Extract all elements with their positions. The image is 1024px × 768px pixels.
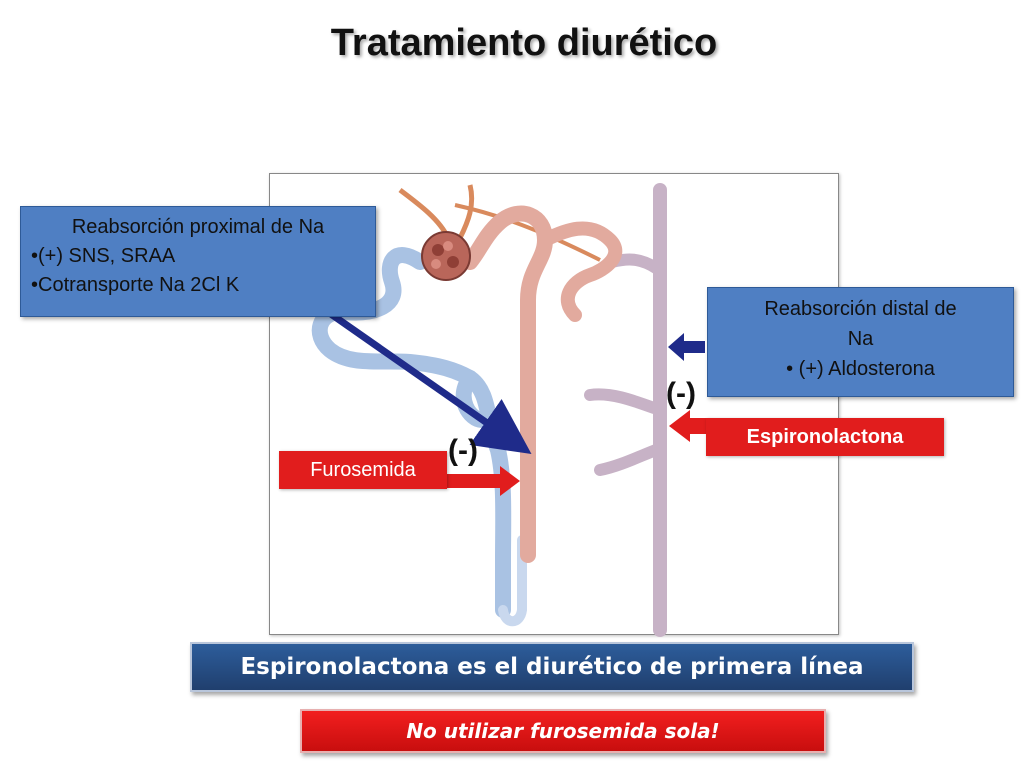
proximal-heading: Reabsorción proximal de Na bbox=[71, 216, 325, 238]
proximal-reabsorption-box: Reabsorción proximal de Na •(+) SNS, SRA… bbox=[20, 206, 376, 317]
inhibition-sign-furosemide: (-) bbox=[448, 434, 478, 467]
distal-bullet: • (+) Aldosterona bbox=[786, 358, 935, 380]
distal-heading-line2: Na bbox=[847, 328, 874, 350]
distal-heading-line1: Reabsorción distal de bbox=[764, 298, 957, 320]
furosemide-arrow bbox=[447, 466, 520, 496]
distal-reabsorption-box: Reabsorción distal de Na • (+) Aldostero… bbox=[707, 287, 1014, 397]
furosemide-label: Furosemida bbox=[279, 451, 447, 489]
proximal-bullet-2: •Cotransporte Na 2Cl K bbox=[31, 274, 240, 296]
proximal-bullet-1: •(+) SNS, SRAA bbox=[31, 245, 176, 267]
collecting-duct bbox=[584, 183, 667, 637]
warning-banner: No utilizar furosemida sola! bbox=[300, 709, 826, 753]
proximal-action-arrow bbox=[315, 302, 532, 455]
glomerulus bbox=[421, 231, 471, 281]
spironolactone-label: Espironolactona bbox=[706, 418, 944, 456]
inhibition-sign-spironolactone: (-) bbox=[666, 377, 696, 410]
spironolactone-arrow bbox=[669, 410, 706, 442]
distal-action-arrow bbox=[668, 333, 705, 361]
slide-title: Tratamiento diurético bbox=[330, 22, 718, 64]
distal-tubule bbox=[462, 205, 623, 563]
first-line-banner: Espironolactona es el diurético de prime… bbox=[190, 642, 914, 692]
